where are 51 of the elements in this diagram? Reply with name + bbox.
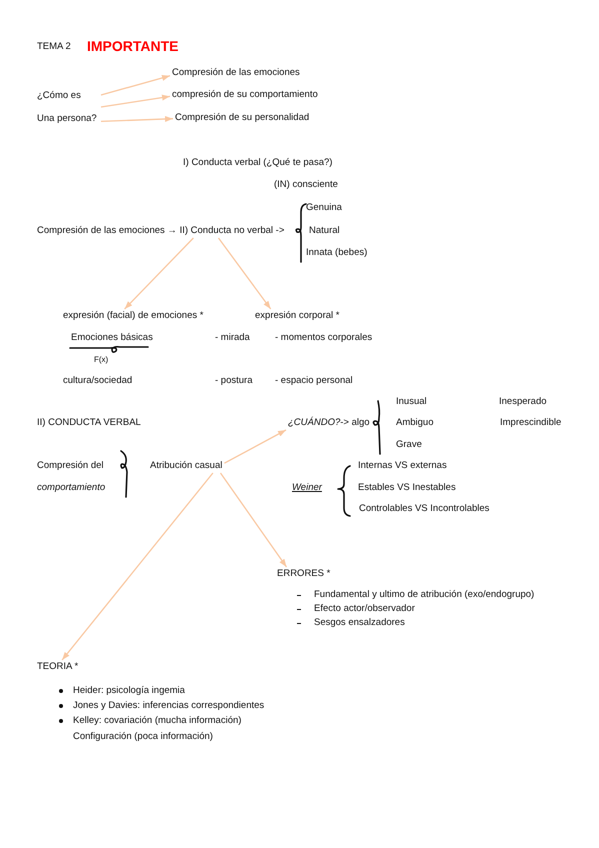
note-text: Controlables VS Incontrolables (358, 502, 490, 516)
note-text: Internas VS externas (357, 459, 448, 473)
note-text: Inesperado (498, 395, 548, 409)
list-item: Kelley: covariación (mucha información) (72, 714, 242, 728)
note-text: Emociones básicas (70, 331, 154, 345)
list-item: Heider: psicología ingemia (72, 684, 186, 698)
note-text: Innata (bebes) (305, 246, 368, 260)
note-text: - espacio personal (274, 374, 354, 388)
list-item: Fundamental y ultimo de atribución (exo/endogrupo) (313, 588, 536, 602)
note-text: - postura (214, 374, 254, 388)
arrow (218, 238, 272, 310)
note-text: Weiner (291, 481, 324, 495)
arrow (224, 429, 286, 464)
list-item: Efecto actor/observador (313, 602, 416, 616)
list-item: Jones y Davies: inferencias correspondientes (72, 699, 266, 713)
note-text: - mirada (214, 331, 251, 345)
subheading-text: expresión (facial) de emociones * (61, 309, 206, 323)
subheading-text: expresión corporal * (253, 309, 342, 323)
note-text: Grave (395, 438, 423, 452)
list-item: Sesgos ensalzadores (313, 616, 406, 630)
arrow (100, 116, 174, 122)
note-text: - momentos corporales (274, 331, 374, 345)
note-text: Compresión de las emociones → II) Conducta no verbal -> (35, 224, 286, 238)
list-item: Configuración (poca información) (72, 730, 214, 744)
note-text: compresión de su comportamiento (170, 88, 320, 102)
arrow (100, 94, 170, 108)
arrow (220, 472, 288, 568)
note-text: II) CONDUCTA VERBAL (36, 416, 142, 430)
note-text: Estables VS Inestables (357, 481, 457, 495)
note-text: cultura/sociedad (62, 374, 134, 388)
note-text: Genuina (305, 201, 343, 215)
note-text: Compresión de las emociones (170, 66, 302, 80)
note-text: Imprescindible (499, 416, 562, 430)
question-text: ¿Cómo es Una persona? (35, 83, 101, 131)
section-heading: TEORIA * (35, 660, 80, 674)
note-text: Compresión de su personalidad (173, 111, 312, 125)
note-text: F(x) (93, 354, 110, 366)
section-heading: ERRORES * (275, 567, 332, 581)
note-text: I) Conducta verbal (¿Qué te pasa?) (182, 156, 334, 170)
arrow (62, 472, 214, 660)
note-text: Atribución casual (148, 459, 224, 473)
note-text: Compresión del comportamiento (36, 459, 106, 495)
question-text: ¿CUÁNDO?-> algo (286, 416, 372, 430)
note-text: Natural (308, 224, 341, 238)
title-text: TEMA 2 (36, 40, 72, 54)
note-text: (IN) consciente (273, 178, 339, 192)
note-text: Inusual (395, 395, 428, 409)
highlight-text: IMPORTANTE (86, 37, 180, 55)
arrow (100, 75, 170, 96)
note-text: Ambiguo (395, 416, 434, 430)
arrow (124, 238, 194, 310)
